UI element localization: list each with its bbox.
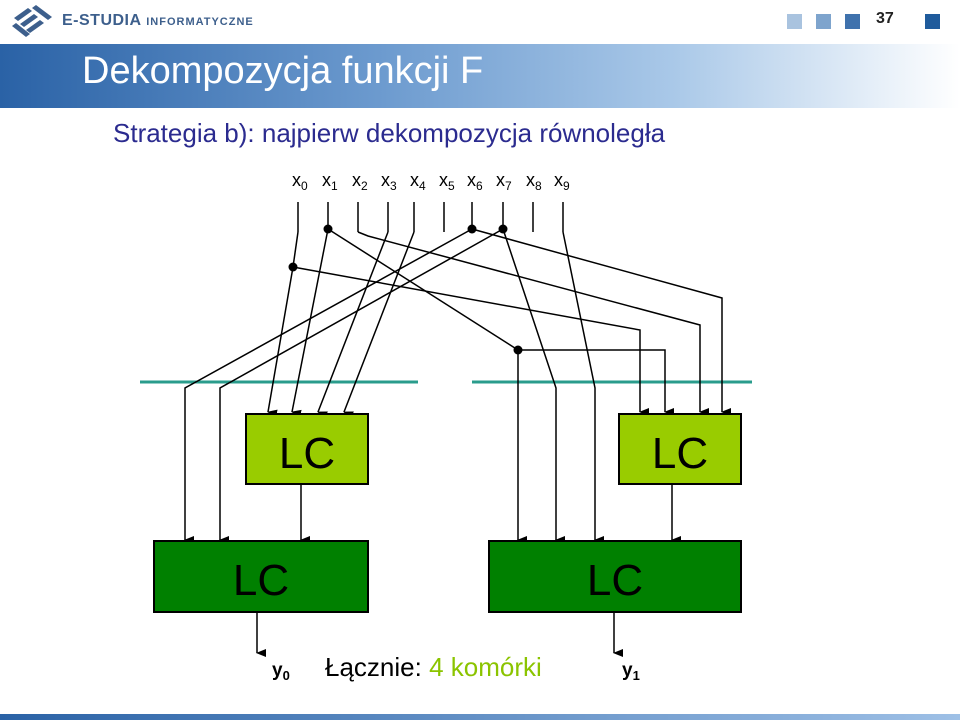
junction-dots	[288, 224, 523, 355]
brand-name: E-STUDIA INFORMATYCZNE	[62, 12, 254, 30]
brand-main: E-STUDIA	[62, 12, 142, 29]
input-label: x7	[496, 170, 512, 193]
nav-square-2	[816, 14, 831, 29]
input-label: x9	[554, 170, 570, 193]
summary-value: 4 komórki	[429, 652, 542, 682]
lc-cell-top-left-label: LC	[279, 429, 335, 478]
brand-sub: INFORMATYCZNE	[146, 16, 254, 28]
input-labels: x0 x1 x2 x3 x4 x5 x6 x7 x8 x9	[292, 170, 570, 193]
input-label: x8	[526, 170, 542, 193]
slide-title: Dekompozycja funkcji F	[82, 50, 484, 92]
lc-cell-bottom-right-label: LC	[587, 556, 643, 605]
lc-cell-top-left	[245, 413, 369, 485]
page-number: 37	[876, 10, 894, 27]
title-bar: Dekompozycja funkcji F	[0, 44, 960, 108]
nav-square-3	[845, 14, 860, 29]
input-label: x3	[381, 170, 397, 193]
wires	[184, 228, 731, 657]
input-label: x6	[467, 170, 483, 193]
lc-cell-bottom-left	[153, 540, 369, 613]
output-label-y1: y1	[622, 660, 640, 683]
input-stubs	[297, 202, 564, 232]
input-label: x2	[352, 170, 368, 193]
summary-text: Łącznie: 4 komórki	[325, 652, 542, 682]
input-label: x4	[410, 170, 426, 193]
junction-dot	[323, 224, 333, 234]
lc-cell-bottom-right	[488, 540, 742, 613]
junction-dot	[513, 345, 523, 355]
input-label: x5	[439, 170, 455, 193]
junction-dot	[498, 224, 508, 234]
junction-dot	[467, 224, 477, 234]
footer-bar	[0, 714, 960, 720]
lc-cell-top-right-label: LC	[652, 429, 708, 478]
input-label: x1	[322, 170, 338, 193]
lc-cell-bottom-left-label: LC	[233, 556, 289, 605]
header-bar: E-STUDIA INFORMATYCZNE 37	[0, 0, 960, 44]
nav-square-1	[787, 14, 802, 29]
input-label: x0	[292, 170, 308, 193]
slide-subtitle: Strategia b): najpierw dekompozycja równ…	[113, 118, 666, 148]
e-studia-logo-icon	[12, 5, 52, 37]
junction-dot	[288, 262, 298, 272]
nav-square-4	[925, 14, 940, 29]
output-label-y0: y0	[272, 660, 290, 683]
summary-label: Łącznie:	[325, 652, 429, 682]
lc-cell-top-right	[618, 413, 742, 485]
